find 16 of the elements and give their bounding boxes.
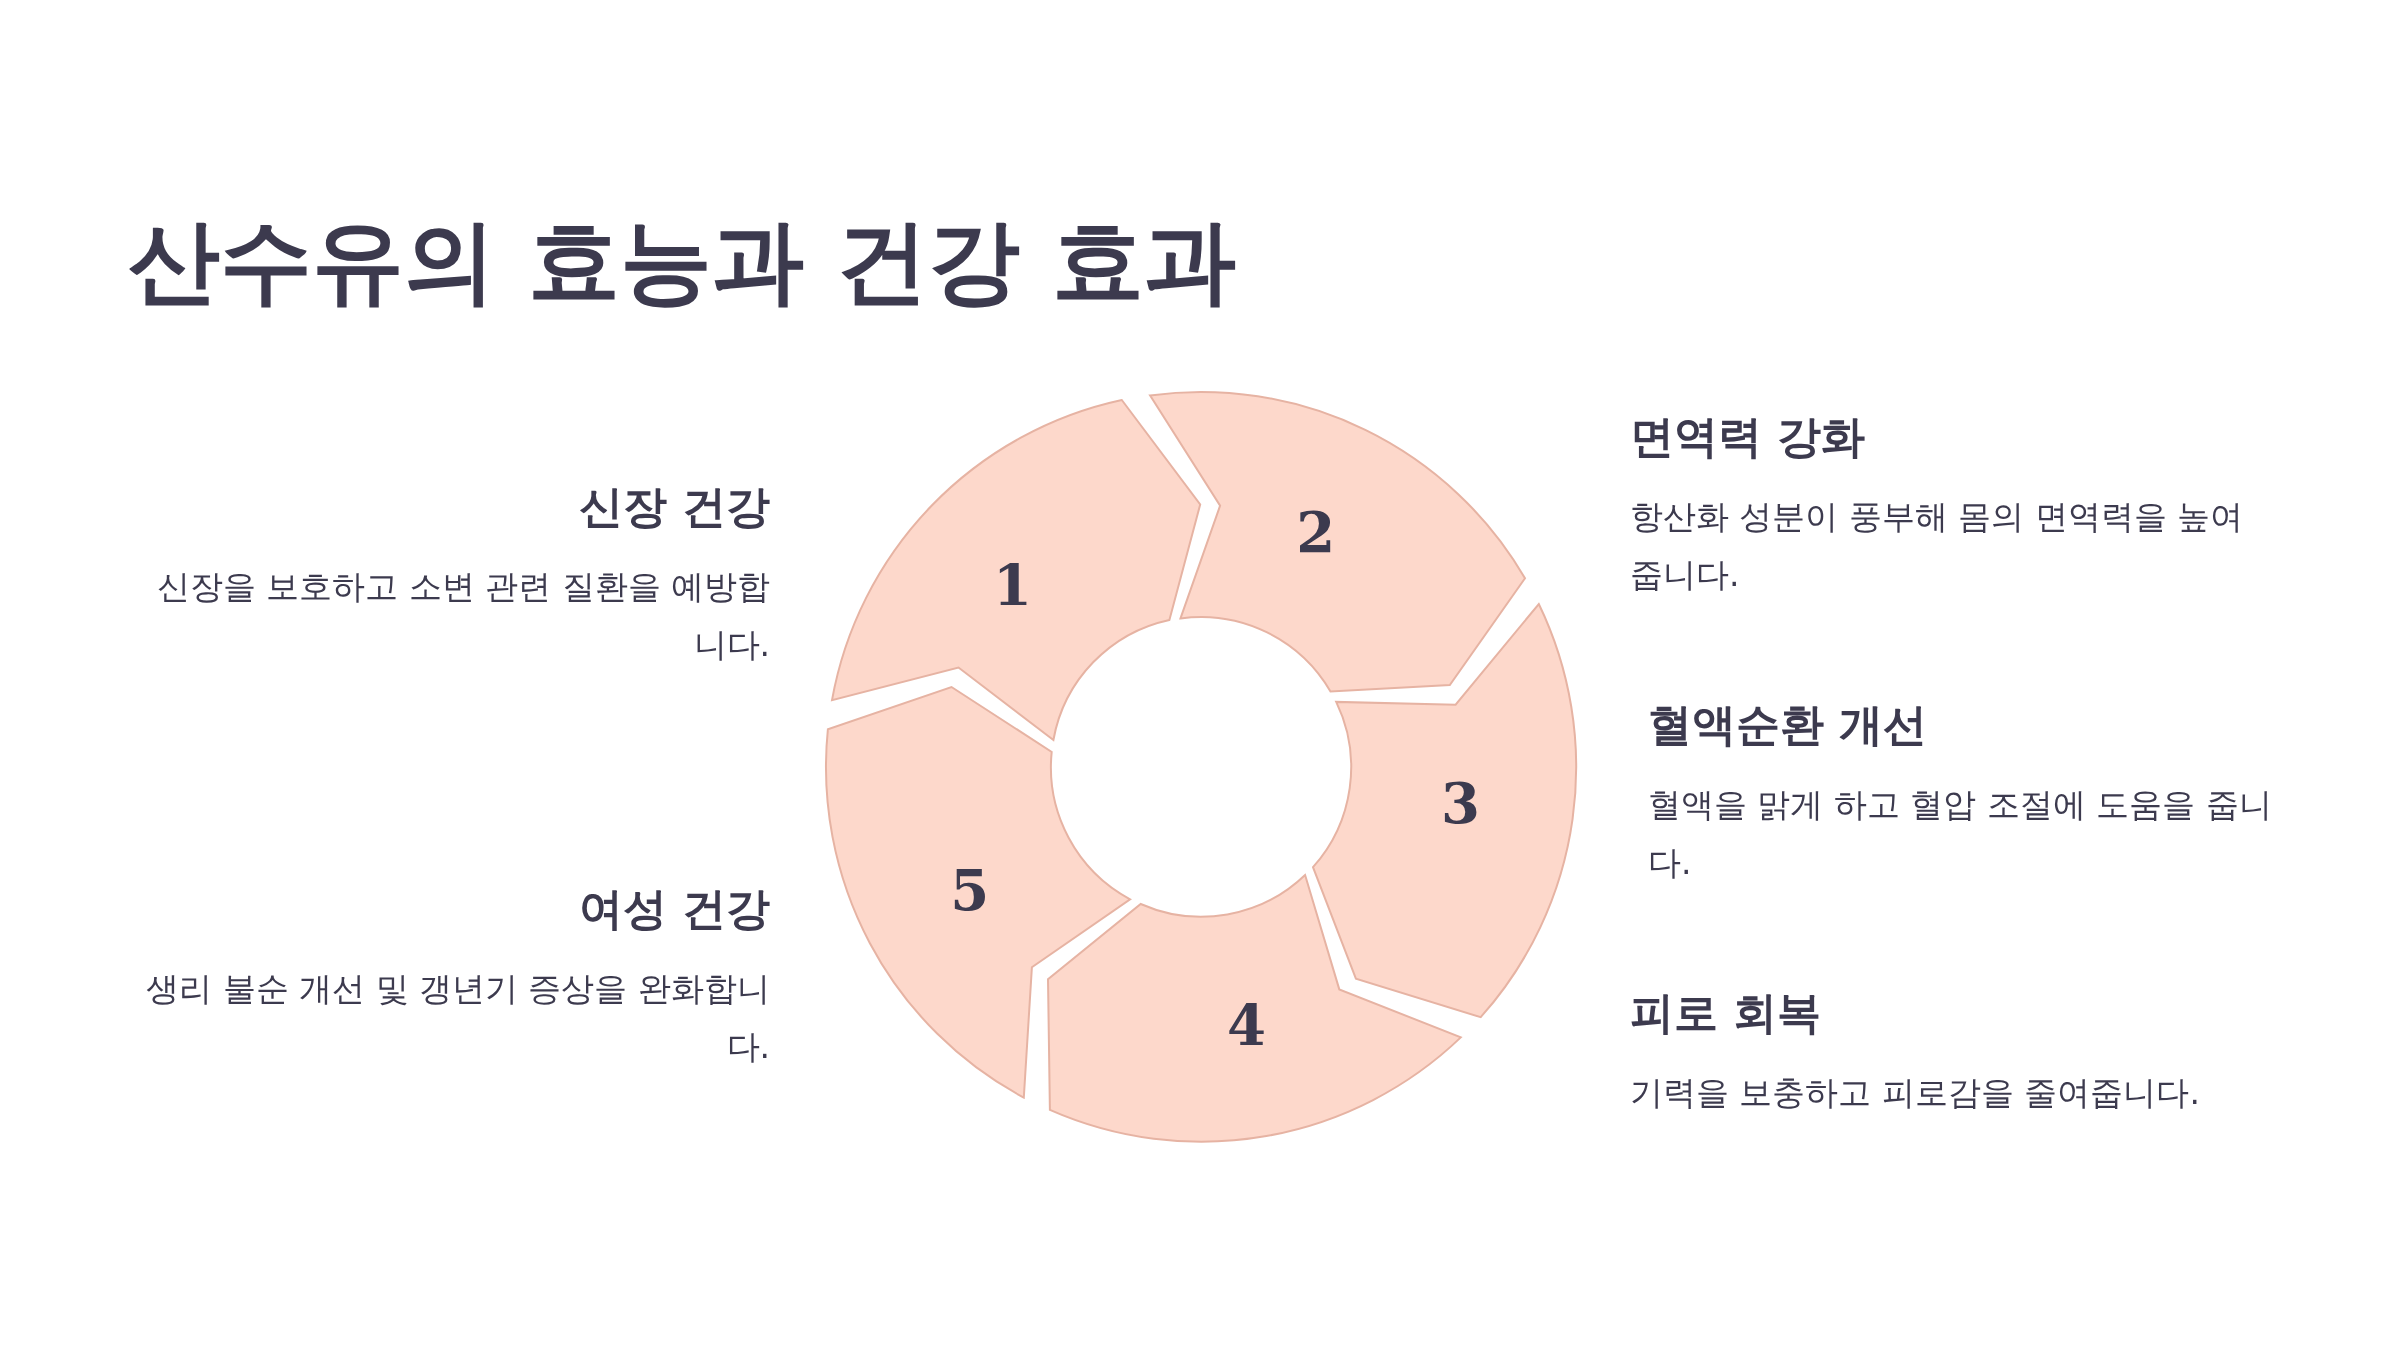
heading: 면역력 강화: [1630, 410, 1866, 464]
description: 기력을 보충하고 피로감을 줄여줍니다.: [1630, 1072, 2201, 1114]
heading: 신장 건강: [578, 480, 770, 534]
step-number: 5: [950, 857, 990, 923]
heading: 혈액순환 개선: [1648, 698, 1928, 752]
title: 산수유의 효능과 건강 효과: [128, 207, 1237, 317]
heading: 피로 회복: [1630, 986, 1822, 1040]
step-number: 2: [1296, 498, 1336, 565]
description: 항산화 성분이 풍부해 몸의 면역력을 높여줍니다.: [1630, 496, 2245, 596]
step-number: 3: [1440, 770, 1480, 837]
description: 혈액을 맑게 하고 혈압 조절에 도움을 줍니다.: [1648, 784, 2273, 884]
description: 생리 불순 개선 및 갱년기 증상을 완화합니다.: [145, 968, 770, 1068]
step-number: 1: [993, 552, 1032, 618]
step-number: 4: [1227, 992, 1266, 1058]
description: 신장을 보호하고 소변 관련 질환을 예방합니다.: [155, 566, 770, 666]
heading: 여성 건강: [578, 882, 770, 936]
